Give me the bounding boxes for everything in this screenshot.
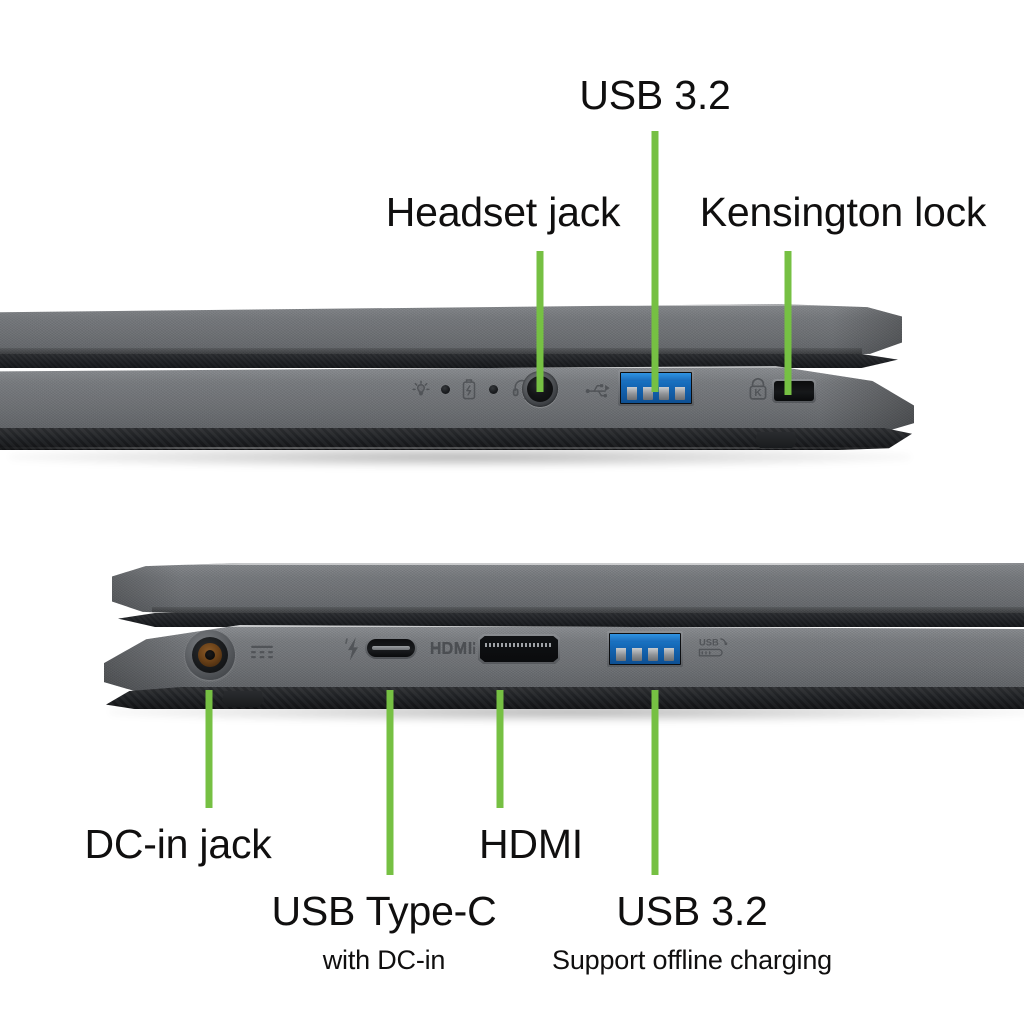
leader-line-usb32-bottom (651, 690, 659, 875)
dc-power-symbol-icon (249, 643, 275, 661)
power-indicator-icon (410, 378, 432, 400)
usb-superspeed-logo-icon: USB (696, 635, 730, 663)
laptop-underside (0, 428, 912, 450)
rubber-foot (755, 432, 797, 448)
kensington-lock-icon: K (747, 377, 769, 401)
leader-line-dc-in-jack (205, 690, 213, 808)
drop-shadow (10, 446, 910, 468)
callout-dc-in-jack: DC-in jack (84, 821, 272, 867)
thunderbolt-bolt-icon (343, 635, 363, 663)
kensington-lock-slot[interactable] (772, 379, 816, 403)
callout-hdmi: HDMI (479, 821, 583, 867)
usb-trident-icon (585, 380, 611, 398)
leader-line-hdmi (496, 690, 504, 808)
leader-line-headset-jack (536, 251, 544, 392)
rubber-foot (222, 691, 264, 707)
callout-usb32-top: USB 3.2 (579, 72, 731, 118)
svg-text:USB: USB (699, 637, 719, 647)
callout-headset-jack: Headset jack (385, 189, 621, 235)
laptop-base (104, 625, 1024, 693)
usb-a-3-2-port[interactable] (618, 370, 694, 406)
battery-charge-indicator-icon (458, 376, 480, 402)
callout-usb32-bottom: USB 3.2 (616, 888, 768, 934)
hdmi-logo-icon (430, 638, 478, 658)
power-led-dot (441, 385, 450, 394)
leader-line-kensington-lock (784, 251, 792, 395)
callout-kensington-lock: Kensington lock (699, 189, 987, 235)
battery-led-dot (489, 385, 498, 394)
callout-usb32-bottom-sub: Support offline charging (552, 945, 832, 975)
leader-line-usb32-top (651, 131, 659, 392)
dc-in-jack-port[interactable] (185, 630, 235, 680)
callout-usb-type-c: USB Type-C (271, 888, 497, 934)
laptop-lid (0, 304, 902, 356)
leader-line-usb-type-c (386, 690, 394, 875)
callout-usb-type-c-sub: with DC-in (322, 945, 446, 975)
laptop-underside (106, 687, 1024, 709)
lid-base-gap (118, 613, 1024, 627)
usb-type-c-port[interactable] (365, 637, 417, 659)
laptop-left-side-view: USB (0, 555, 1024, 730)
lid-base-gap (0, 354, 898, 368)
usb-a-3-2-port[interactable] (607, 631, 683, 667)
hdmi-port[interactable] (478, 634, 560, 664)
laptop-right-side-view: K (0, 300, 1024, 475)
laptop-lid (112, 563, 1024, 615)
laptop-base (0, 366, 914, 434)
svg-text:K: K (754, 388, 762, 399)
